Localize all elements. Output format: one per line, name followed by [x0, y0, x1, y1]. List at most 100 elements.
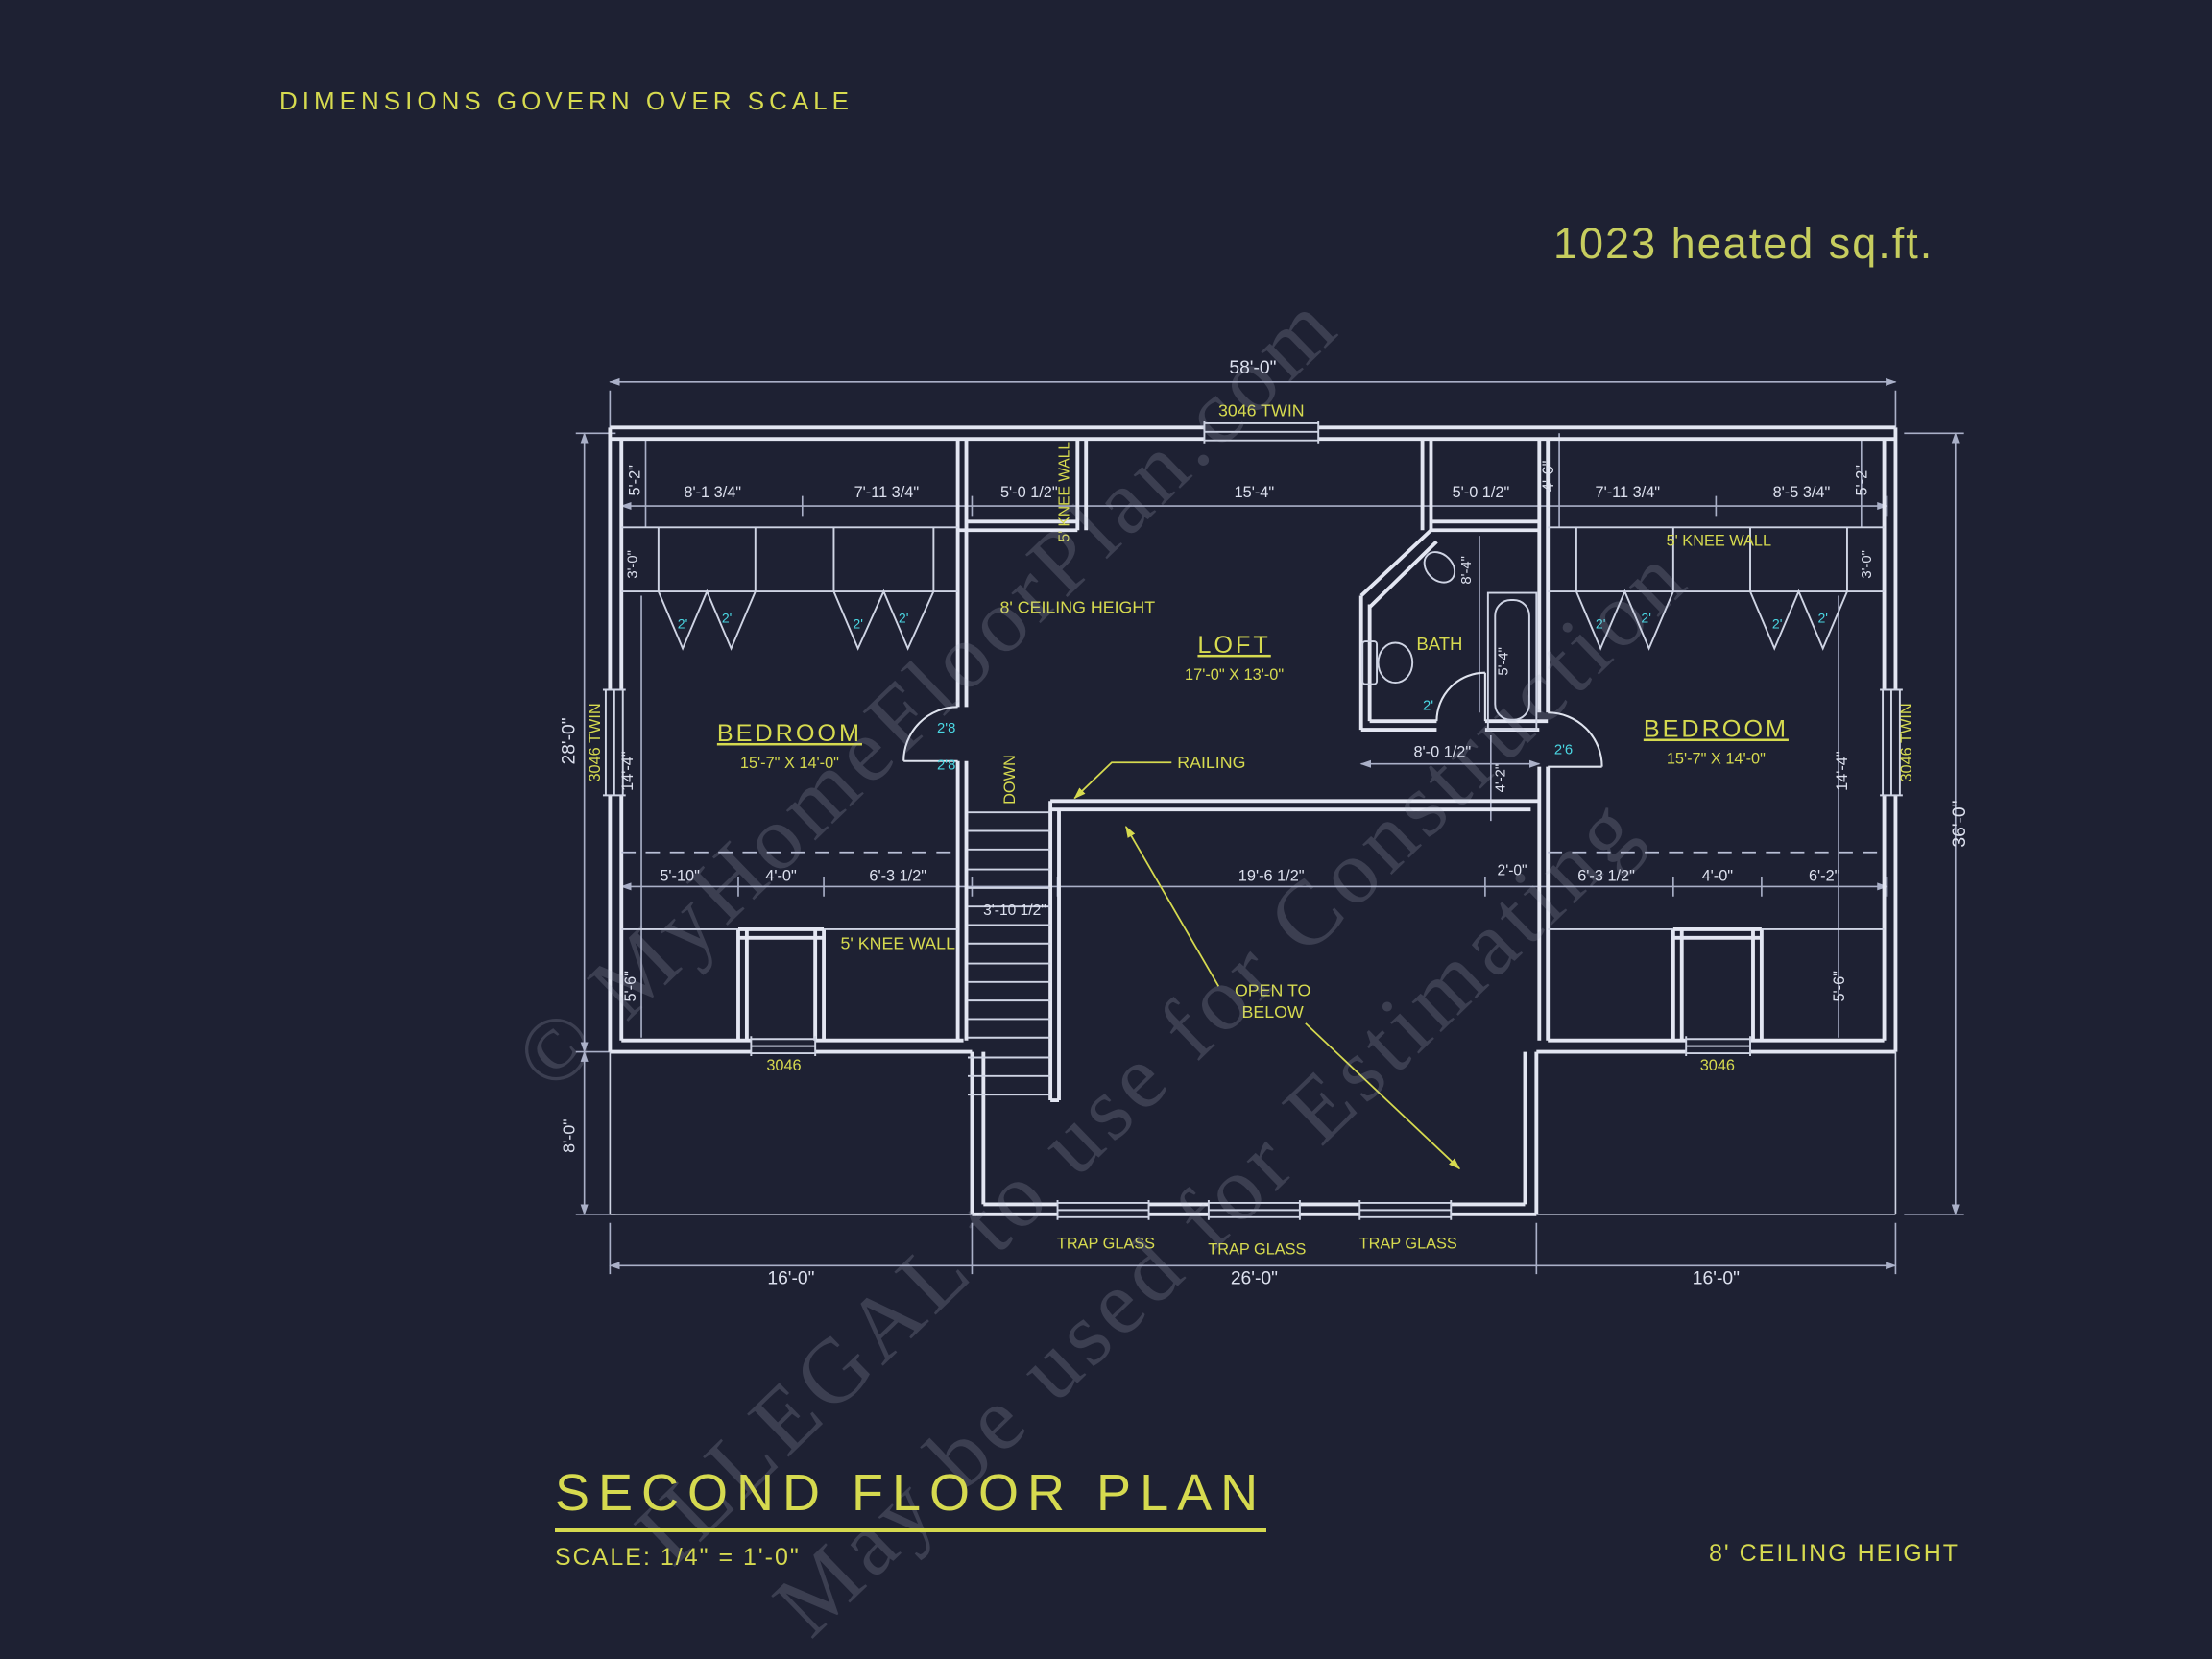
label-3-0: 3'-0": [626, 550, 641, 579]
label-4-0: 4'-0": [1702, 867, 1734, 884]
label-3046-twin: 3046 TWIN: [587, 703, 604, 781]
label-trap-glass: TRAP GLASS: [1359, 1235, 1457, 1252]
label-8-0: 8'-0": [559, 1118, 578, 1152]
dim-ext: [609, 1222, 1897, 1275]
label-3-10-1-2: 3'-10 1/2": [983, 902, 1046, 919]
eave-lines: [609, 1051, 1897, 1215]
label-2: 2': [722, 611, 733, 626]
leader-railing: [1073, 761, 1172, 800]
label-trap-glass: TRAP GLASS: [1208, 1240, 1306, 1258]
toilet-bowl: [1377, 641, 1414, 685]
door-bedroom-left: [902, 706, 958, 762]
label-below: BELOW: [1242, 1002, 1304, 1022]
window-3046-right: [1685, 1036, 1751, 1057]
label-28-0: 28'-0": [559, 717, 579, 764]
label-15-7-x-14-0: 15'-7" X 14'-0": [1667, 751, 1766, 768]
label-6-2: 6'-2": [1809, 867, 1840, 884]
label-open-to: OPEN TO: [1235, 981, 1310, 1000]
leaders: [1073, 761, 1461, 1170]
label-19-6-1-2: 19'-6 1/2": [1238, 867, 1305, 884]
label-2: 2': [1772, 616, 1783, 632]
label-3-0: 3'-0": [1860, 550, 1875, 579]
windows-trap-glass: [1056, 1199, 1453, 1220]
wall-top: [610, 425, 1896, 442]
label-2-6: 2'6: [1554, 742, 1573, 757]
plan-title: SECOND FLOOR PLAN: [555, 1463, 1267, 1532]
label-8-5-3-4: 8'-5 3/4": [1773, 484, 1831, 501]
label-58-0: 58'-0": [1229, 358, 1276, 378]
label-5-0-1-2: 5'-0 1/2": [1000, 484, 1058, 501]
label-2: 2': [853, 616, 863, 632]
wall-loft-dormer: [957, 439, 1540, 533]
drawing-note: DIMENSIONS GOVERN OVER SCALE: [279, 86, 854, 115]
tub: [1486, 591, 1538, 732]
leader-open-to-below-down: [1305, 1022, 1461, 1170]
dim-side-v: [640, 439, 1863, 1038]
window-3046-left: [750, 1036, 817, 1057]
label-5-6: 5'-6": [1831, 971, 1848, 1002]
closet-walls: [736, 926, 1764, 1041]
label-3046: 3046: [1700, 1057, 1735, 1074]
leader-open-to-below-up: [1125, 825, 1220, 987]
label-5-4: 5'-4": [1497, 647, 1512, 676]
label-5-10: 5'-10": [660, 867, 700, 884]
dormer-window-zigzags: [657, 589, 1848, 651]
label-7-11-3-4: 7'-11 3/4": [1596, 484, 1661, 501]
window-3046twin-right: [1880, 688, 1903, 797]
label-5-2: 5'-2": [1854, 465, 1871, 496]
heated-area-note: 1023 heated sq.ft.: [1553, 219, 1935, 268]
label-loft: LOFT: [1197, 632, 1270, 659]
label-8-0-1-2: 8'-0 1/2": [1413, 743, 1471, 760]
bath-fixtures: [1361, 551, 1538, 732]
label-36-0: 36'-0": [1950, 800, 1970, 847]
window-3046twin-top: [1203, 420, 1320, 444]
label-3046-twin: 3046 TWIN: [1898, 703, 1915, 781]
label-16-0: 16'-0": [1693, 1269, 1740, 1289]
doors: [902, 671, 1603, 768]
wall-right: [1882, 427, 1898, 1052]
label-14-4: 14'-4": [1834, 751, 1851, 791]
label-4-0: 4'-0": [765, 867, 797, 884]
label-bedroom: BEDROOM: [717, 720, 862, 747]
wall-lower-block: [970, 1051, 1539, 1216]
stairs: [968, 811, 1051, 1096]
wall-bedroom-left-east: [955, 439, 969, 1041]
door-bath: [1435, 671, 1486, 722]
label-2-8: 2'8: [937, 721, 955, 736]
dim-ext: [609, 390, 1897, 428]
label-2: 2': [678, 616, 688, 632]
label-3046-twin: 3046 TWIN: [1218, 400, 1305, 420]
label-2-0: 2'-0": [1498, 863, 1527, 879]
label-railing: RAILING: [1177, 753, 1245, 772]
label-2: 2': [1817, 611, 1828, 626]
label-2: 2': [1423, 698, 1433, 713]
sink: [1423, 551, 1456, 584]
label-2: 2': [1641, 611, 1651, 626]
label-6-3-1-2: 6'-3 1/2": [869, 867, 926, 884]
tub-inner: [1494, 599, 1530, 721]
label-5-knee-wall: 5' KNEE WALL: [841, 934, 956, 953]
label-trap-glass: TRAP GLASS: [1057, 1235, 1155, 1252]
dimension-lines: [575, 377, 1964, 1275]
label-5-6: 5'-6": [622, 971, 639, 1002]
label-2: 2': [1596, 616, 1606, 632]
label-bath: BATH: [1416, 634, 1462, 654]
label-5-0-1-2: 5'-0 1/2": [1453, 484, 1510, 501]
dim-ext: [1904, 432, 1964, 1215]
label-2: 2': [899, 611, 909, 626]
knee-wall-band: [621, 526, 1885, 593]
label-14-4: 14'-4": [619, 751, 637, 791]
label-8-ceiling-height: 8' CEILING HEIGHT: [999, 597, 1155, 616]
label-down: DOWN: [1001, 755, 1019, 805]
wall-left: [608, 427, 624, 1052]
label-5-knee-wall: 5' KNEE WALL: [1056, 442, 1072, 542]
label-4-2: 4'-2": [1494, 764, 1509, 793]
toilet-tank: [1361, 640, 1379, 685]
label-26-0: 26'-0": [1231, 1269, 1278, 1289]
ceiling-height-note: 8' CEILING HEIGHT: [1709, 1540, 1960, 1567]
plan-scale: SCALE: 1/4" = 1'-0": [555, 1544, 801, 1571]
label-7-11-3-4: 7'-11 3/4": [854, 484, 920, 501]
walls: [608, 425, 1898, 1216]
